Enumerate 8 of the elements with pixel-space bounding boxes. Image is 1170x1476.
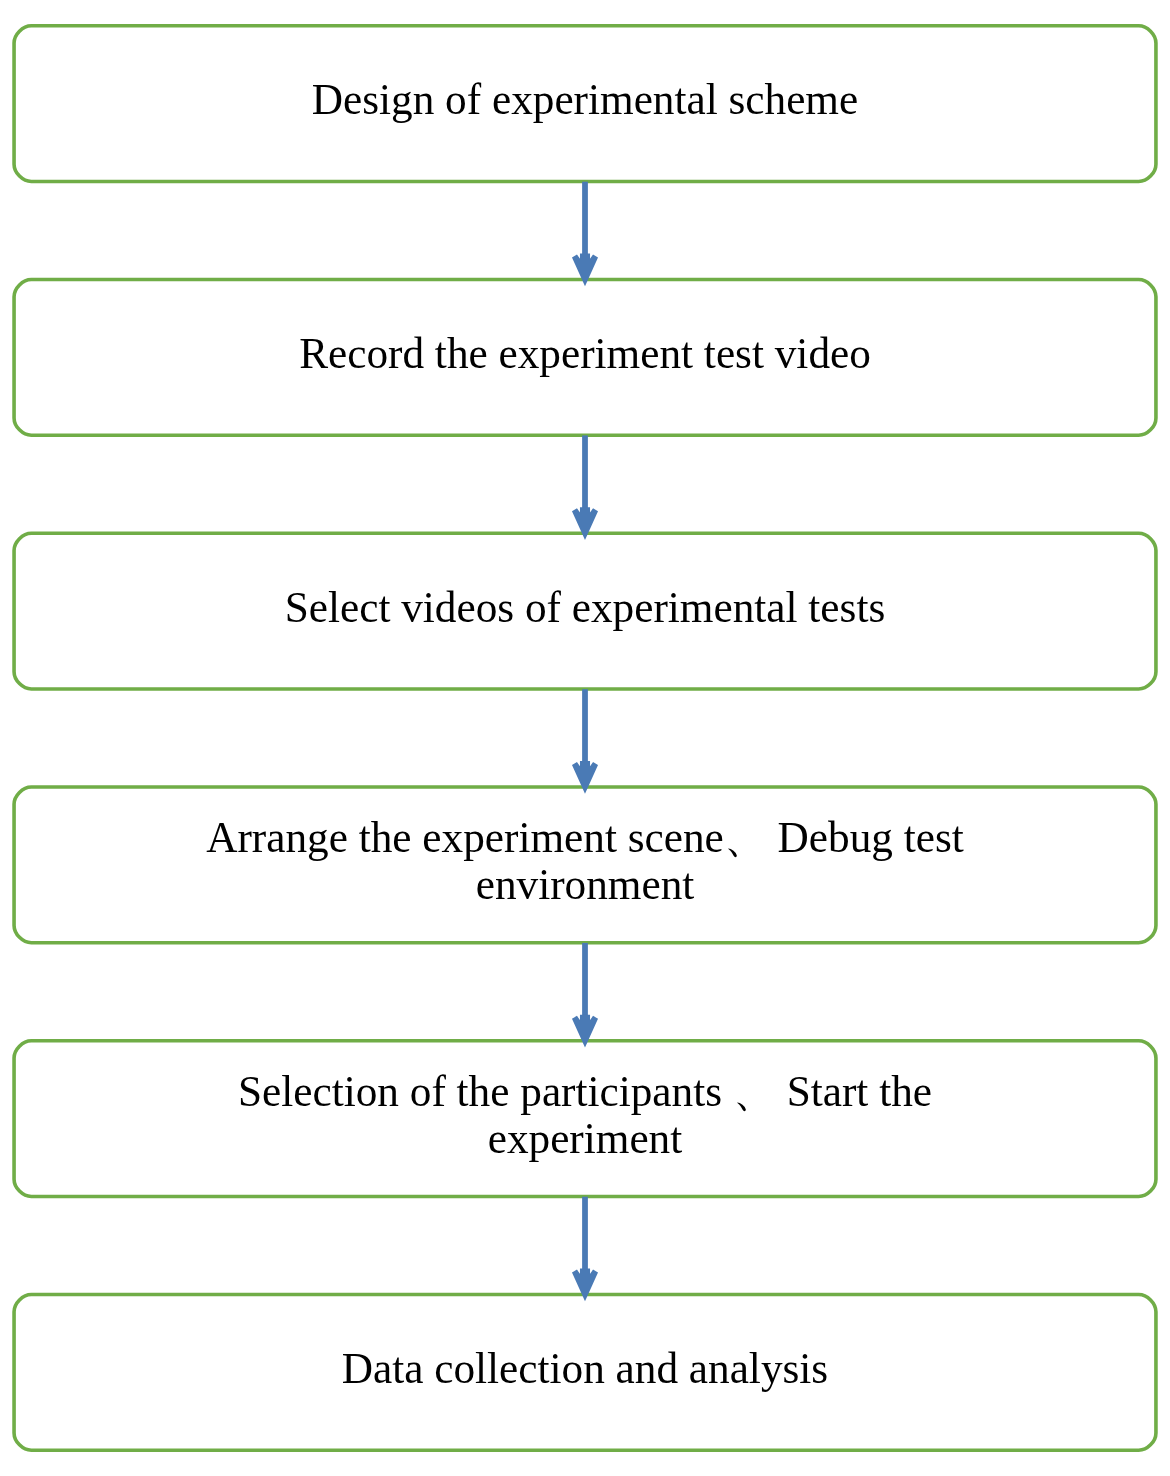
arrow <box>571 181 599 283</box>
arrow <box>571 1196 599 1298</box>
node-box: Record the experiment test video <box>12 277 1158 438</box>
node-box: Selection of the participants 、 Start the experiment <box>12 1038 1158 1199</box>
node-box: Select videos of experimental tests <box>12 531 1158 691</box>
node-box: Arrange the experiment scene、 Debug test environment <box>12 785 1158 945</box>
node-box: Design of experimental scheme <box>12 23 1158 184</box>
node-box: Data collection and analysis <box>12 1292 1158 1453</box>
